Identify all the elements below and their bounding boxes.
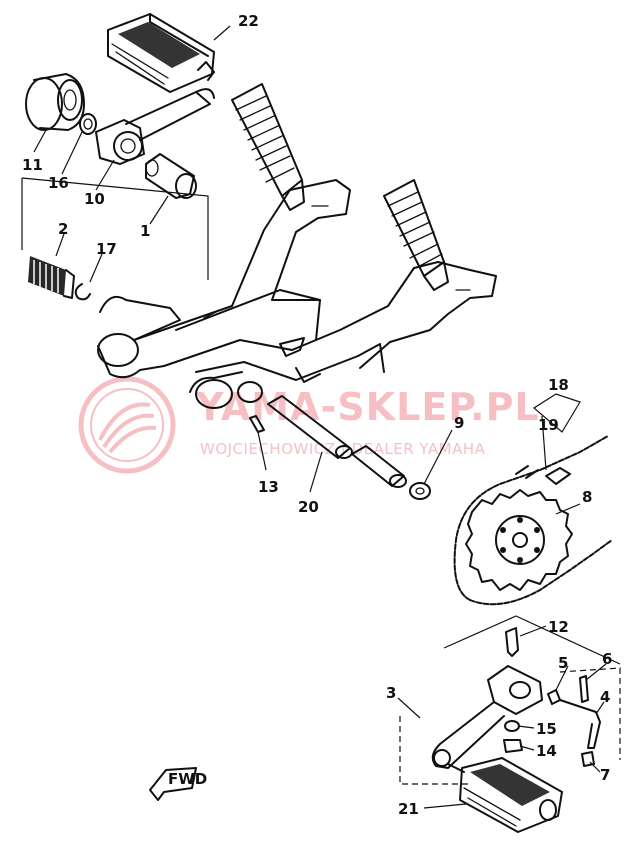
ring-part [79, 113, 97, 135]
shock-absorber-right [383, 179, 449, 291]
crank-arm-lower [431, 665, 543, 769]
frame [97, 179, 497, 409]
crank-arm-upper [125, 88, 215, 141]
chain-part [453, 435, 613, 606]
watermark-logo [78, 376, 176, 474]
part-number-20: 20 [298, 498, 319, 516]
cap-part [25, 73, 85, 131]
spring-part [28, 256, 75, 299]
sprocket-part [465, 489, 573, 591]
part-number-6: 6 [602, 650, 612, 668]
part-number-9: 9 [454, 414, 464, 432]
part-number-4: 4 [600, 688, 610, 706]
pedal-upper [107, 13, 215, 93]
part-number-8: 8 [582, 488, 592, 506]
part-number-5: 5 [558, 654, 568, 672]
cotter-part [505, 627, 519, 657]
washer-part [409, 482, 431, 500]
part-number-1: 1 [140, 222, 150, 240]
forward-arrow-icon: FWD [149, 767, 207, 801]
shock-absorber-left [231, 83, 305, 211]
part-number-10: 10 [84, 190, 105, 208]
watermark: YAMA-SKLEP.PL WOJCIECHOWICZ | DEALER YAM… [78, 376, 540, 474]
watermark-dealer: WOJCIECHOWICZ | DEALER YAMAHA [200, 440, 486, 458]
lower-group-outline [399, 615, 621, 785]
bushing-part [145, 153, 197, 199]
part-number-2: 2 [58, 220, 68, 238]
part-number-15: 15 [536, 720, 557, 738]
part-number-12: 12 [548, 618, 569, 636]
bolt-assembly [547, 675, 601, 767]
part-number-18: 18 [548, 376, 569, 394]
forward-label: FWD [168, 770, 207, 788]
part-number-19: 19 [538, 416, 559, 434]
pin-part [249, 415, 265, 433]
clip-part [74, 283, 91, 301]
axle-part [237, 381, 407, 488]
part-number-16: 16 [48, 174, 69, 192]
boss-part [95, 119, 145, 165]
part-number-11: 11 [22, 156, 43, 174]
part-number-3: 3 [386, 684, 396, 702]
pedal-lower [447, 757, 563, 833]
part-number-13: 13 [258, 478, 279, 496]
part-numbers: 22 11 16 10 1 2 17 18 19 9 8 13 20 12 3 … [22, 12, 612, 818]
part-number-7: 7 [600, 766, 610, 784]
part-number-17: 17 [96, 240, 117, 258]
leader-lines [33, 25, 607, 809]
part-number-21: 21 [398, 800, 419, 818]
group-bracket-upper [21, 177, 209, 280]
part-number-14: 14 [536, 742, 557, 760]
watermark-brand: YAMA-SKLEP.PL [195, 385, 540, 429]
part-number-22: 22 [238, 12, 259, 30]
